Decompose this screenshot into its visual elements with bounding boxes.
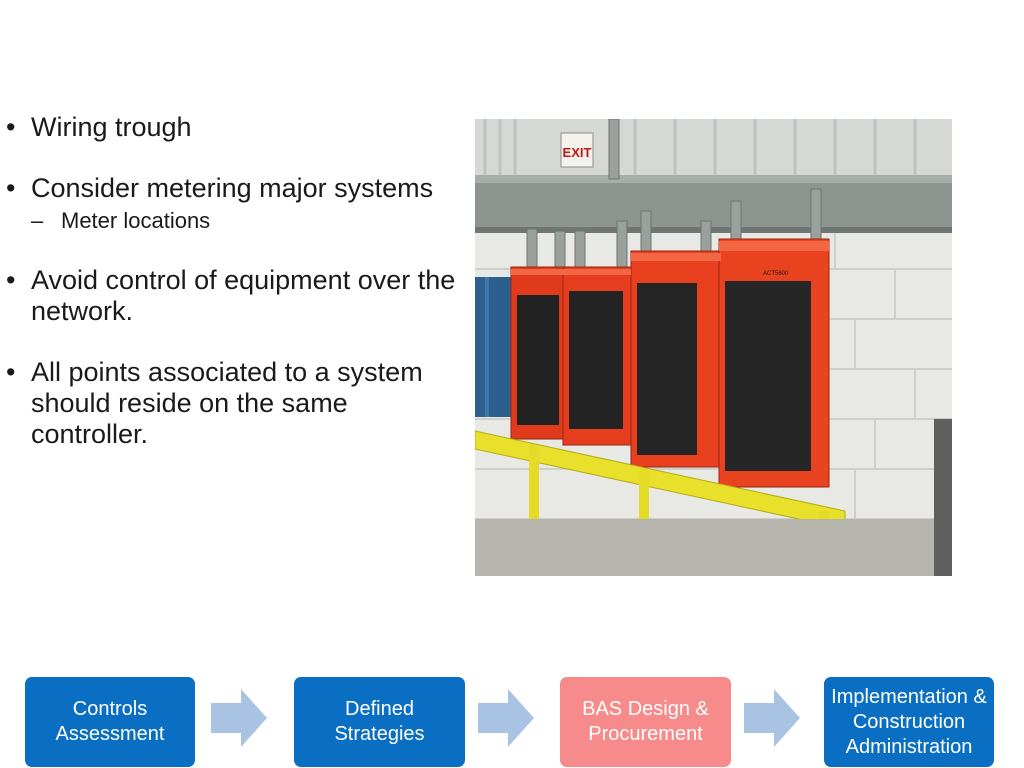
sub-bullet-item: – Meter locations xyxy=(31,207,456,235)
flow-arrow-icon xyxy=(478,689,534,747)
flow-step-defined-strategies: Defined Strategies xyxy=(294,677,465,767)
bullet-list: • Wiring trough • Consider metering majo… xyxy=(6,112,456,480)
bullet-block: • Consider metering major systems – Mete… xyxy=(6,173,456,235)
bullet-text: All points associated to a system should… xyxy=(31,357,423,449)
flow-arrow-icon xyxy=(211,689,267,747)
bullet-text: Wiring trough xyxy=(31,112,192,142)
bullet-item: • Consider metering major systems xyxy=(6,173,456,204)
flow-step-label: Controls Assessment xyxy=(55,698,165,745)
red-panel-group: ACT5600 xyxy=(510,238,830,488)
panel-label: ACT5600 xyxy=(763,271,789,277)
bullet-item: • Avoid control of equipment over the ne… xyxy=(6,265,456,327)
flow-step-label: Defined Strategies xyxy=(334,698,425,745)
bullet-text: Avoid control of equipment over the netw… xyxy=(31,265,456,326)
flow-step-label: BAS Design & Procurement xyxy=(582,698,709,745)
bullet-item: • Wiring trough xyxy=(6,112,456,143)
bullet-symbol: • xyxy=(6,265,16,295)
flow-step-controls-assessment: Controls Assessment xyxy=(25,677,195,767)
bullet-item: • All points associated to a system shou… xyxy=(6,357,456,450)
exit-sign-text: EXIT xyxy=(563,145,592,160)
bullet-symbol: • xyxy=(6,173,16,203)
controller-panels-photo: EXIT xyxy=(475,119,952,576)
bullet-symbol: • xyxy=(6,357,16,387)
sub-bullet-symbol: – xyxy=(31,208,44,233)
sub-bullet-text: Meter locations xyxy=(61,208,211,233)
bullet-symbol: • xyxy=(6,112,16,142)
flow-step-bas-design: BAS Design & Procurement xyxy=(560,677,731,767)
flow-step-label: Implementation & Construction Administra… xyxy=(831,685,987,758)
bullet-text: Consider metering major systems xyxy=(31,173,434,203)
flow-step-implementation: Implementation & Construction Administra… xyxy=(824,677,994,767)
flow-arrow-icon xyxy=(744,689,800,747)
